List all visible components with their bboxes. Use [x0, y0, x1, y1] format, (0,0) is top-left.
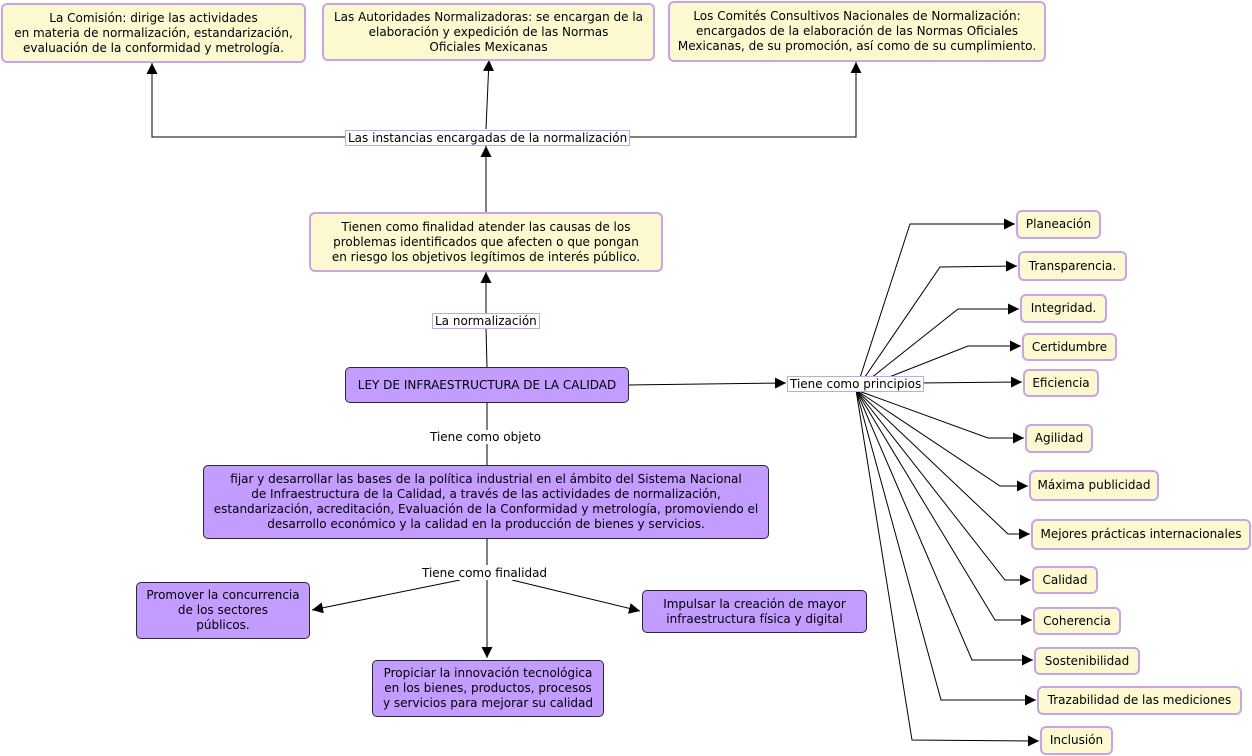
arrow-to-inclusion [855, 389, 1040, 747]
arrow-to-agilidad [855, 389, 1024, 444]
arrow-to-promover [311, 579, 461, 614]
arrow-to-impulsar [511, 579, 641, 614]
principio-planeacion: Planeación [1016, 210, 1101, 239]
promover-box: Promover la concurrencia de los sectores… [136, 582, 310, 639]
comision-box: La Comisión: dirige las actividades en m… [1, 3, 306, 63]
principio-certidumbre: Certidumbre [1022, 333, 1117, 361]
arrow-to-trazabilidad [855, 389, 1036, 706]
principio-mejores-practicas: Mejores prácticas internacionales [1031, 519, 1251, 550]
arrow-to-calidad [855, 389, 1031, 586]
principio-agilidad: Agilidad [1025, 424, 1093, 453]
principio-sostenibilidad: Sostenibilidad [1034, 647, 1140, 675]
arrow-to-maxima-publicidad [855, 389, 1028, 492]
arrow-to-coherencia [855, 389, 1032, 626]
principio-eficiencia: Eficiencia [1023, 369, 1099, 397]
principio-trazabilidad: Trazabilidad de las mediciones [1037, 686, 1242, 715]
comites-box: Los Comités Consultivos Nacionales de No… [668, 1, 1046, 62]
propiciar-box: Propiciar la innovación tecnológica en l… [372, 660, 604, 717]
principio-integridad: Integridad. [1020, 294, 1107, 323]
arrow-to-principios [628, 377, 787, 389]
arrow-to-autoridades [483, 59, 495, 130]
principio-maxima-publicidad: Máxima publicidad [1029, 470, 1159, 501]
autoridades-box: Las Autoridades Normalizadoras: se encar… [322, 3, 655, 61]
arrow-to-sostenibilidad [855, 389, 1033, 666]
arrow-to-transparencia [855, 260, 1018, 391]
arrow-to-eficiencia [917, 376, 1023, 388]
principio-transparencia: Transparencia. [1018, 251, 1127, 281]
principio-inclusion: Inclusión [1040, 726, 1113, 755]
ley-box: LEY DE INFRAESTRUCTURA DE LA CALIDAD [345, 367, 629, 403]
arrow-to-comision [146, 63, 346, 138]
principios-label: Tiene como principios [787, 376, 925, 392]
normalizacion-label: La normalización [432, 313, 540, 329]
finalidad-box: Tienen como finalidad atender las causas… [309, 212, 663, 272]
arrow-to-mejores-practicas [855, 389, 1030, 540]
finalidad-label: Tiene como finalidad [420, 566, 550, 580]
arrow-to-integridad [855, 303, 1019, 391]
objeto-label: Tiene como objeto [428, 430, 543, 444]
principio-coherencia: Coherencia [1033, 607, 1121, 635]
arrow-to-certidumbre [855, 340, 1021, 391]
principio-calidad: Calidad [1032, 566, 1098, 594]
impulsar-box: Impulsar la creación de mayor infraestru… [642, 590, 867, 633]
line-ley-normalizacion [485, 327, 488, 368]
instancias-label: Las instancias encargadas de la normaliz… [345, 130, 631, 146]
arrow-to-planeacion [855, 218, 1015, 391]
arrow-to-comites [626, 62, 862, 138]
objeto-box: fijar y desarrollar las bases de la polí… [203, 465, 769, 539]
